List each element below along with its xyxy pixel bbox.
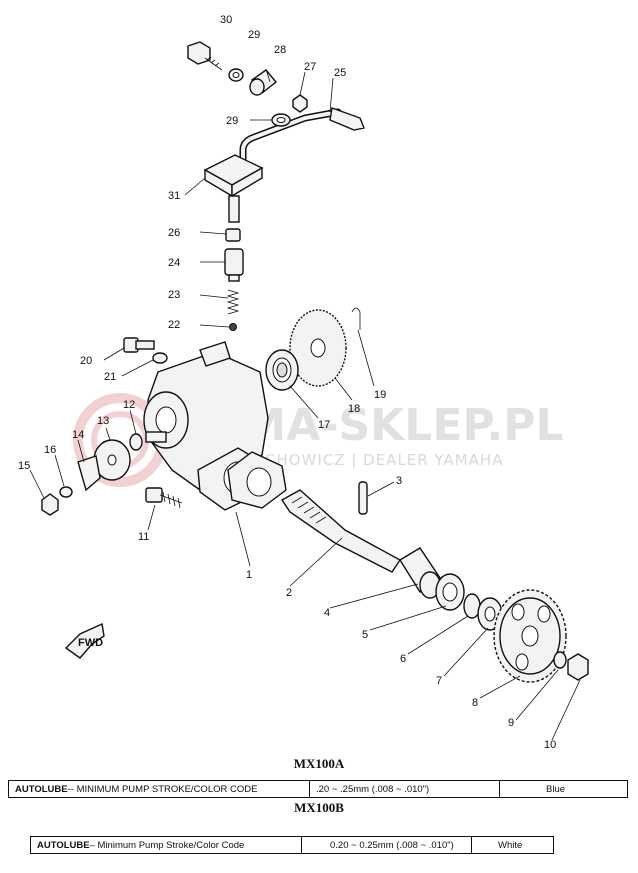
spec-color-cell: White (471, 837, 553, 853)
callout-5: 5 (362, 629, 368, 641)
spec-label-rest: -- MINIMUM PUMP STROKE/COLOR CODE (67, 783, 258, 795)
callout-26: 26 (168, 227, 180, 239)
callout-29-lower: 29 (226, 115, 238, 127)
model-heading-mx100b: MX100B (294, 800, 344, 815)
callout-27: 27 (304, 61, 316, 73)
spec-value-cell: .20 ~ .25mm (.008 ~ .010") (309, 781, 499, 797)
part-12 (129, 433, 143, 451)
callout-3: 3 (396, 475, 402, 487)
spec-label-bold: AUTOLUBE (37, 839, 90, 851)
part-washer-16 (59, 486, 73, 498)
part-nut-15 (41, 493, 59, 516)
callout-15: 15 (18, 460, 30, 472)
spec-label-rest: – Minimum Pump Stroke/Color Code (89, 839, 245, 851)
part-nut-27 (292, 94, 308, 113)
part-bearing-17 (265, 349, 299, 391)
callout-23: 23 (168, 289, 180, 301)
model-heading-mx100a: MX100A (293, 756, 345, 771)
callout-21: 21 (104, 371, 116, 383)
spec-table-mx100b: AUTOLUBE – Minimum Pump Stroke/Color Cod… (30, 836, 554, 854)
part-sleeve-28 (249, 69, 277, 96)
callout-11: 11 (138, 531, 149, 543)
callout-30: 30 (220, 14, 232, 26)
part-ball-22 (229, 323, 237, 331)
part-spring-23 (226, 289, 240, 315)
part-washer-21 (152, 352, 168, 364)
spec-label-cell: AUTOLUBE – Minimum Pump Stroke/Color Cod… (31, 837, 301, 853)
callout-7: 7 (436, 675, 442, 687)
callout-2: 2 (286, 587, 292, 599)
callout-16: 16 (44, 444, 56, 456)
fwd-label: FWD (78, 637, 103, 649)
part-cover-31 (203, 154, 264, 223)
spec-color: White (498, 839, 523, 851)
callout-4: 4 (324, 607, 330, 619)
spec-table-mx100a: AUTOLUBE -- MINIMUM PUMP STROKE/COLOR CO… (8, 780, 628, 798)
callout-6: 6 (400, 653, 406, 665)
callout-29-top: 29 (248, 29, 260, 41)
callout-19: 19 (374, 389, 386, 401)
callout-20: 20 (80, 355, 92, 367)
callout-12: 12 (123, 399, 135, 411)
spec-label-bold: AUTOLUBE (15, 783, 68, 795)
part-bolt-30 (187, 41, 223, 71)
callout-31: 31 (168, 190, 180, 202)
fwd-arrow-icon: FWD (64, 622, 105, 659)
spec-label-cell: AUTOLUBE -- MINIMUM PUMP STROKE/COLOR CO… (9, 781, 309, 797)
callout-22: 22 (168, 319, 180, 331)
callout-25: 25 (334, 67, 346, 79)
callout-10: 10 (544, 739, 556, 751)
callout-14: 14 (72, 429, 84, 441)
part-plunger-24 (224, 248, 244, 282)
part-nut-10 (567, 653, 589, 681)
leader-lines (29, 68, 581, 741)
callout-17: 17 (318, 419, 330, 431)
spec-value-cell: 0.20 ~ 0.25mm (.008 ~ .010") (301, 837, 471, 853)
callout-labels: 30 29 28 27 25 29 31 26 24 23 22 20 21 1… (18, 14, 556, 751)
spec-value: .20 ~ .25mm (.008 ~ .010") (316, 783, 430, 795)
part-pin-19 (351, 307, 361, 330)
callout-28: 28 (274, 44, 286, 56)
part-bearing-5 (435, 573, 465, 611)
part-gasket (227, 451, 287, 509)
part-collar-4 (399, 547, 441, 599)
part-shaft-2 (280, 489, 402, 573)
spec-color-cell: Blue (499, 781, 627, 797)
callout-18: 18 (348, 403, 360, 415)
spec-color: Blue (546, 783, 566, 795)
callout-13: 13 (97, 415, 109, 427)
part-gear-plate-18 (289, 309, 347, 387)
part-pin-3 (358, 481, 368, 515)
callout-8: 8 (472, 697, 478, 709)
callout-1: 1 (246, 569, 252, 581)
callout-24: 24 (168, 257, 180, 269)
part-bolt-20 (123, 337, 155, 353)
part-washer-9 (553, 651, 567, 669)
callout-9: 9 (508, 717, 514, 729)
part-plate-14 (77, 455, 101, 492)
spec-value: 0.20 ~ 0.25mm (.008 ~ .010") (330, 839, 454, 851)
part-gear-8 (493, 589, 567, 683)
part-bolt-11 (145, 487, 183, 509)
part-26 (225, 228, 241, 242)
watermark-subtext: CHOWICZ | DEALER YAMAHA (265, 451, 503, 469)
part-lever-25 (239, 107, 365, 174)
